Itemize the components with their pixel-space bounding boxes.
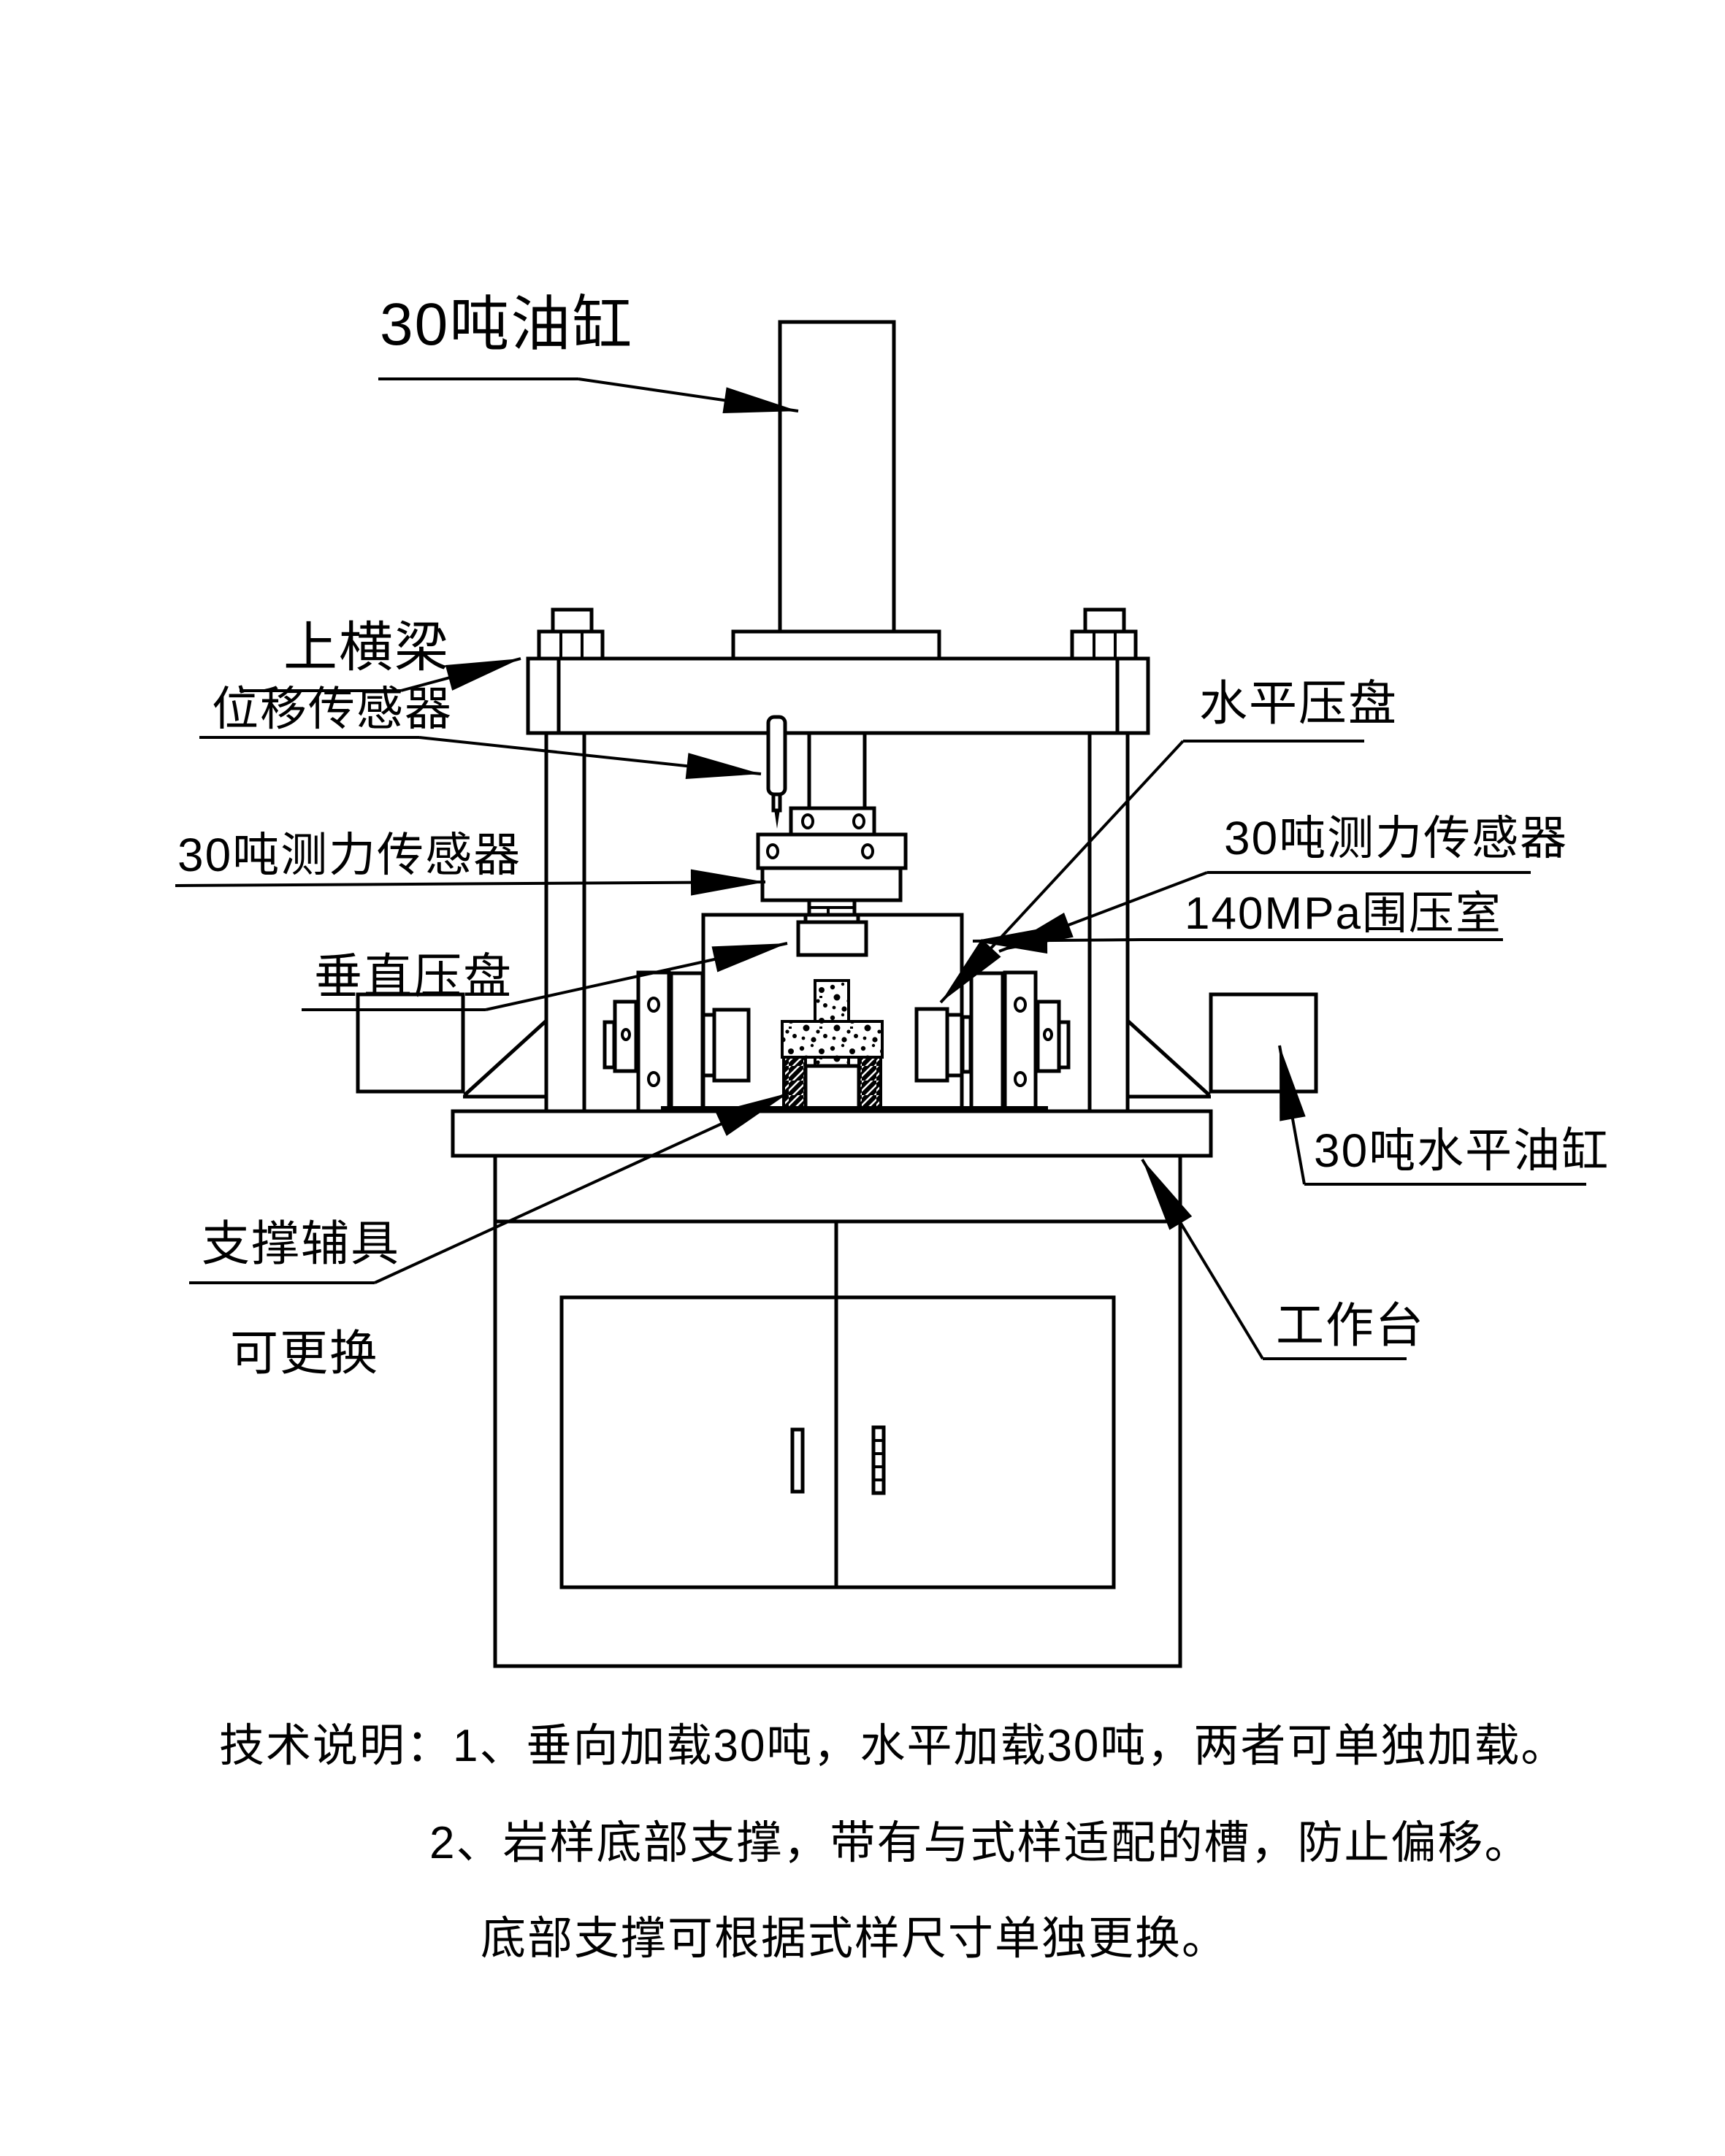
label-replaceable: 可更换 [230,1326,379,1380]
leader-horizontal-platen [939,740,1364,1004]
label-confining-chamber: 140MPa围压室 [1185,889,1502,939]
door-handle-right [871,1425,886,1495]
label-load-cell-30t-left: 30吨测力传感器 [177,829,521,881]
leader-support-fixture [189,1092,789,1284]
leader-lines [175,377,1586,1360]
support-fixture [782,1056,882,1113]
label-displacement-sensor: 位移传感器 [212,683,453,735]
anchor-bolt-right [1070,607,1138,661]
clamp-stack-left [603,970,705,1113]
anchor-bolt-left [537,607,605,661]
label-horizontal-oil-cylinder: 30吨水平油缸 [1314,1124,1610,1177]
rod-flange [789,806,876,837]
leader-displacement-sensor [199,736,762,780]
label-load-cell-30t-right: 30吨测力传感器 [1224,812,1568,864]
note-line-3: 底部支撑可根据式样尺寸单独更换。 [481,1914,1228,1964]
rock-specimen [781,979,884,1067]
press-machine [356,320,1318,1668]
cylinder-flange [731,629,941,661]
leader-oil-cylinder [378,377,799,414]
workbench-platform [451,1106,1213,1158]
vertical-load-cell [756,832,908,902]
horizontal-platen-right [914,1007,973,1083]
label-support-fixture: 支撑辅具 [202,1216,400,1270]
connector-neck [807,898,857,917]
displacement-sensor [766,715,787,829]
clamp-stack-right [969,970,1071,1113]
label-vertical-platen: 垂直压盘 [314,949,513,1003]
technical-notes: 技术说明：1、垂向加载30吨，水平加载30吨，两者可单独加载。 2、岩样底部支撑… [219,1721,1567,1964]
upper-crossbeam [526,656,1150,735]
leader-upper-crossbeam [240,657,521,692]
label-workbench: 工作台 [1276,1298,1425,1352]
leader-load-cell-left [175,869,766,896]
horizontal-oil-cylinder-right [1209,992,1318,1094]
support-groove-block [803,1064,861,1113]
leader-confining-chamber [972,927,1503,954]
label-horizontal-platen: 水平压盘 [1199,676,1398,730]
label-upper-crossbeam: 上横梁 [283,617,450,678]
note-line-2: 2、岩样底部支撑，带有与式样适配的槽，防止偏移。 [429,1818,1531,1868]
note-line-1: 技术说明：1、垂向加载30吨，水平加载30吨，两者可单独加载。 [219,1721,1567,1771]
leader-workbench [1141,1158,1407,1360]
vertical-oil-cylinder [778,320,896,634]
door-handle-left [790,1427,805,1494]
leader-vertical-platen [302,942,788,1011]
vertical-platen [796,920,868,957]
piston-rod [807,733,867,808]
label-oil-cylinder-30t: 30吨油缸 [380,291,633,358]
callout-labels: 30吨油缸 上横梁 位移传感器 30吨测力传感器 垂直压盘 支撑辅具 可更换 水… [177,291,1610,1380]
cabinet [493,1154,1182,1668]
frame-columns [544,733,1130,1111]
leader-horizontal-oil-cylinder [1278,1045,1586,1186]
